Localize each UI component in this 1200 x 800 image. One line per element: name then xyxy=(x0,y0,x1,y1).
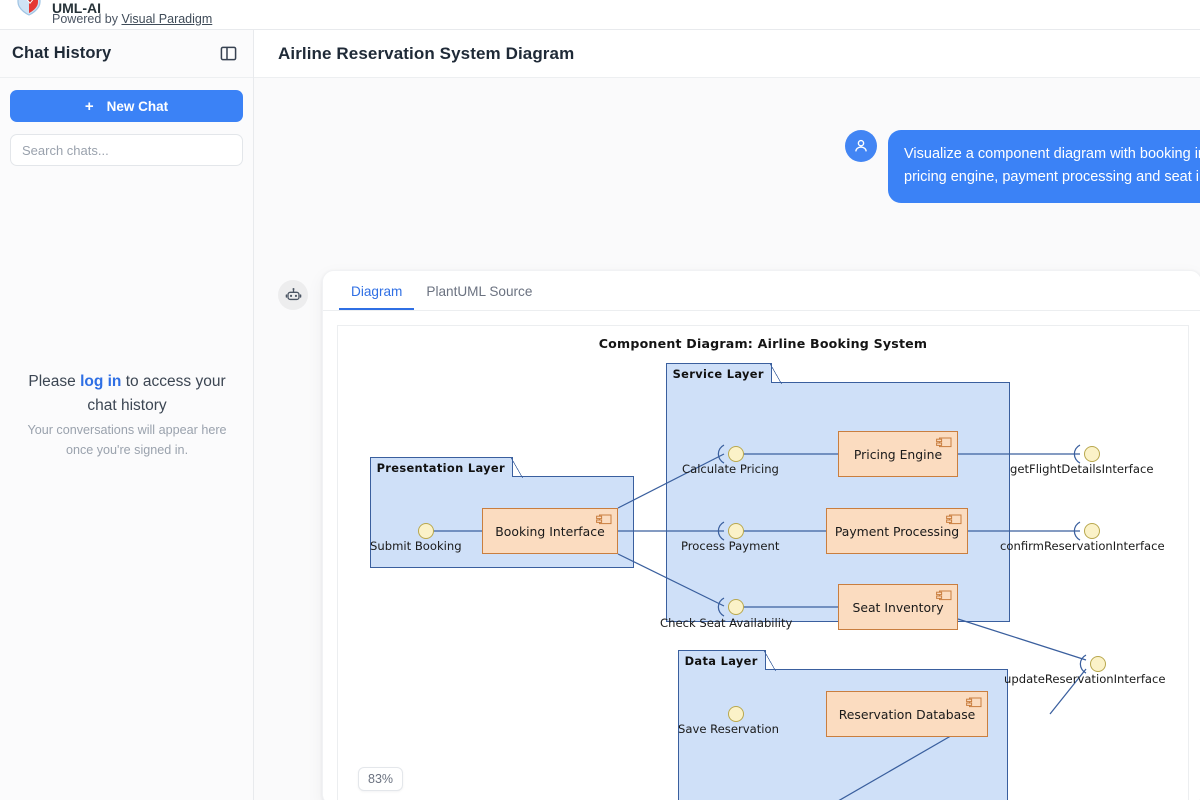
interface-ball-get-flight-details[interactable] xyxy=(1084,446,1100,462)
interface-label-confirm-reservation: confirmReservationInterface xyxy=(1000,539,1165,553)
interface-label-save-reservation: Save Reservation xyxy=(678,722,779,736)
interface-label-submit-booking: Submit Booking xyxy=(370,539,462,553)
visual-paradigm-link[interactable]: Visual Paradigm xyxy=(121,12,212,26)
sidebar-body: + New Chat xyxy=(0,78,253,166)
main-header: Airline Reservation System Diagram xyxy=(254,30,1200,78)
user-icon xyxy=(845,130,877,162)
chat-history-sidebar: Chat History + New Chat Please log in to… xyxy=(0,30,254,800)
interface-ball-calculate-pricing[interactable] xyxy=(728,446,744,462)
component-label: Seat Inventory xyxy=(852,600,943,615)
component-label: Booking Interface xyxy=(495,524,604,539)
interface-label-update-reservation: updateReservationInterface xyxy=(1004,672,1166,686)
component-seat-inventory[interactable]: Seat Inventory xyxy=(838,584,958,630)
component-label: Reservation Database xyxy=(839,707,976,722)
login-link[interactable]: log in xyxy=(80,373,121,390)
user-message-bubble: Visualize a component diagram with booki… xyxy=(888,130,1200,203)
login-prompt: Please log in to access your chat histor… xyxy=(19,370,235,417)
uml-diagram-canvas[interactable]: Component Diagram: Airline Booking Syste… xyxy=(337,325,1189,800)
brand-bar: UML-AI Powered by Visual Paradigm xyxy=(0,0,1200,30)
plus-icon: + xyxy=(85,99,94,114)
diagram-card: Diagram PlantUML Source Component Diagra… xyxy=(322,270,1200,800)
component-label: Payment Processing xyxy=(835,524,959,539)
component-booking-interface[interactable]: Booking Interface xyxy=(482,508,618,554)
panel-toggle-icon[interactable] xyxy=(217,43,239,65)
interface-label-calculate-pricing: Calculate Pricing xyxy=(682,462,779,476)
new-chat-button[interactable]: + New Chat xyxy=(10,90,243,122)
component-icon xyxy=(936,589,952,604)
sidebar-header: Chat History xyxy=(0,30,253,78)
diagram-tabs: Diagram PlantUML Source xyxy=(323,271,1200,311)
robot-icon xyxy=(278,280,308,310)
interface-ball-save-reservation[interactable] xyxy=(728,706,744,722)
zoom-level-badge[interactable]: 83% xyxy=(358,767,403,791)
interface-ball-confirm-reservation[interactable] xyxy=(1084,523,1100,539)
shield-logo-icon xyxy=(14,0,42,29)
assistant-message-row: Diagram PlantUML Source Component Diagra… xyxy=(278,270,1200,800)
interface-ball-check-seat-availability[interactable] xyxy=(728,599,744,615)
interface-label-check-seat-availability: Check Seat Availability xyxy=(660,616,792,630)
interface-ball-submit-booking[interactable] xyxy=(418,523,434,539)
component-icon xyxy=(596,513,612,528)
sidebar-title: Chat History xyxy=(12,44,111,63)
interface-label-process-payment: Process Payment xyxy=(681,539,779,553)
component-payment-processing[interactable]: Payment Processing xyxy=(826,508,968,554)
interface-ball-update-reservation[interactable] xyxy=(1090,656,1106,672)
chat-scroll-area[interactable]: Visualize a component diagram with booki… xyxy=(254,78,1200,800)
tab-diagram[interactable]: Diagram xyxy=(339,271,414,310)
page-title: Airline Reservation System Diagram xyxy=(278,44,574,64)
new-chat-label: New Chat xyxy=(107,99,169,114)
component-icon xyxy=(946,513,962,528)
interface-ball-process-payment[interactable] xyxy=(728,523,744,539)
diagram-canvas-wrapper: Component Diagram: Airline Booking Syste… xyxy=(323,311,1200,800)
user-message-row: Visualize a component diagram with booki… xyxy=(845,130,1200,203)
component-pricing-engine[interactable]: Pricing Engine xyxy=(838,431,958,477)
login-prompt-before: Please xyxy=(28,373,80,390)
component-icon xyxy=(936,436,952,451)
component-label: Pricing Engine xyxy=(854,447,942,462)
component-reservation-database[interactable]: Reservation Database xyxy=(826,691,988,737)
empty-state-subtext: Your conversations will appear here once… xyxy=(19,421,235,460)
search-chats-wrapper xyxy=(10,134,243,166)
component-icon xyxy=(966,696,982,711)
search-chats-input[interactable] xyxy=(10,134,243,166)
tab-plantuml-source[interactable]: PlantUML Source xyxy=(414,271,544,310)
interface-label-get-flight-details: getFlightDetailsInterface xyxy=(1010,462,1154,476)
main-panel: Airline Reservation System Diagram Visua… xyxy=(254,30,1200,800)
